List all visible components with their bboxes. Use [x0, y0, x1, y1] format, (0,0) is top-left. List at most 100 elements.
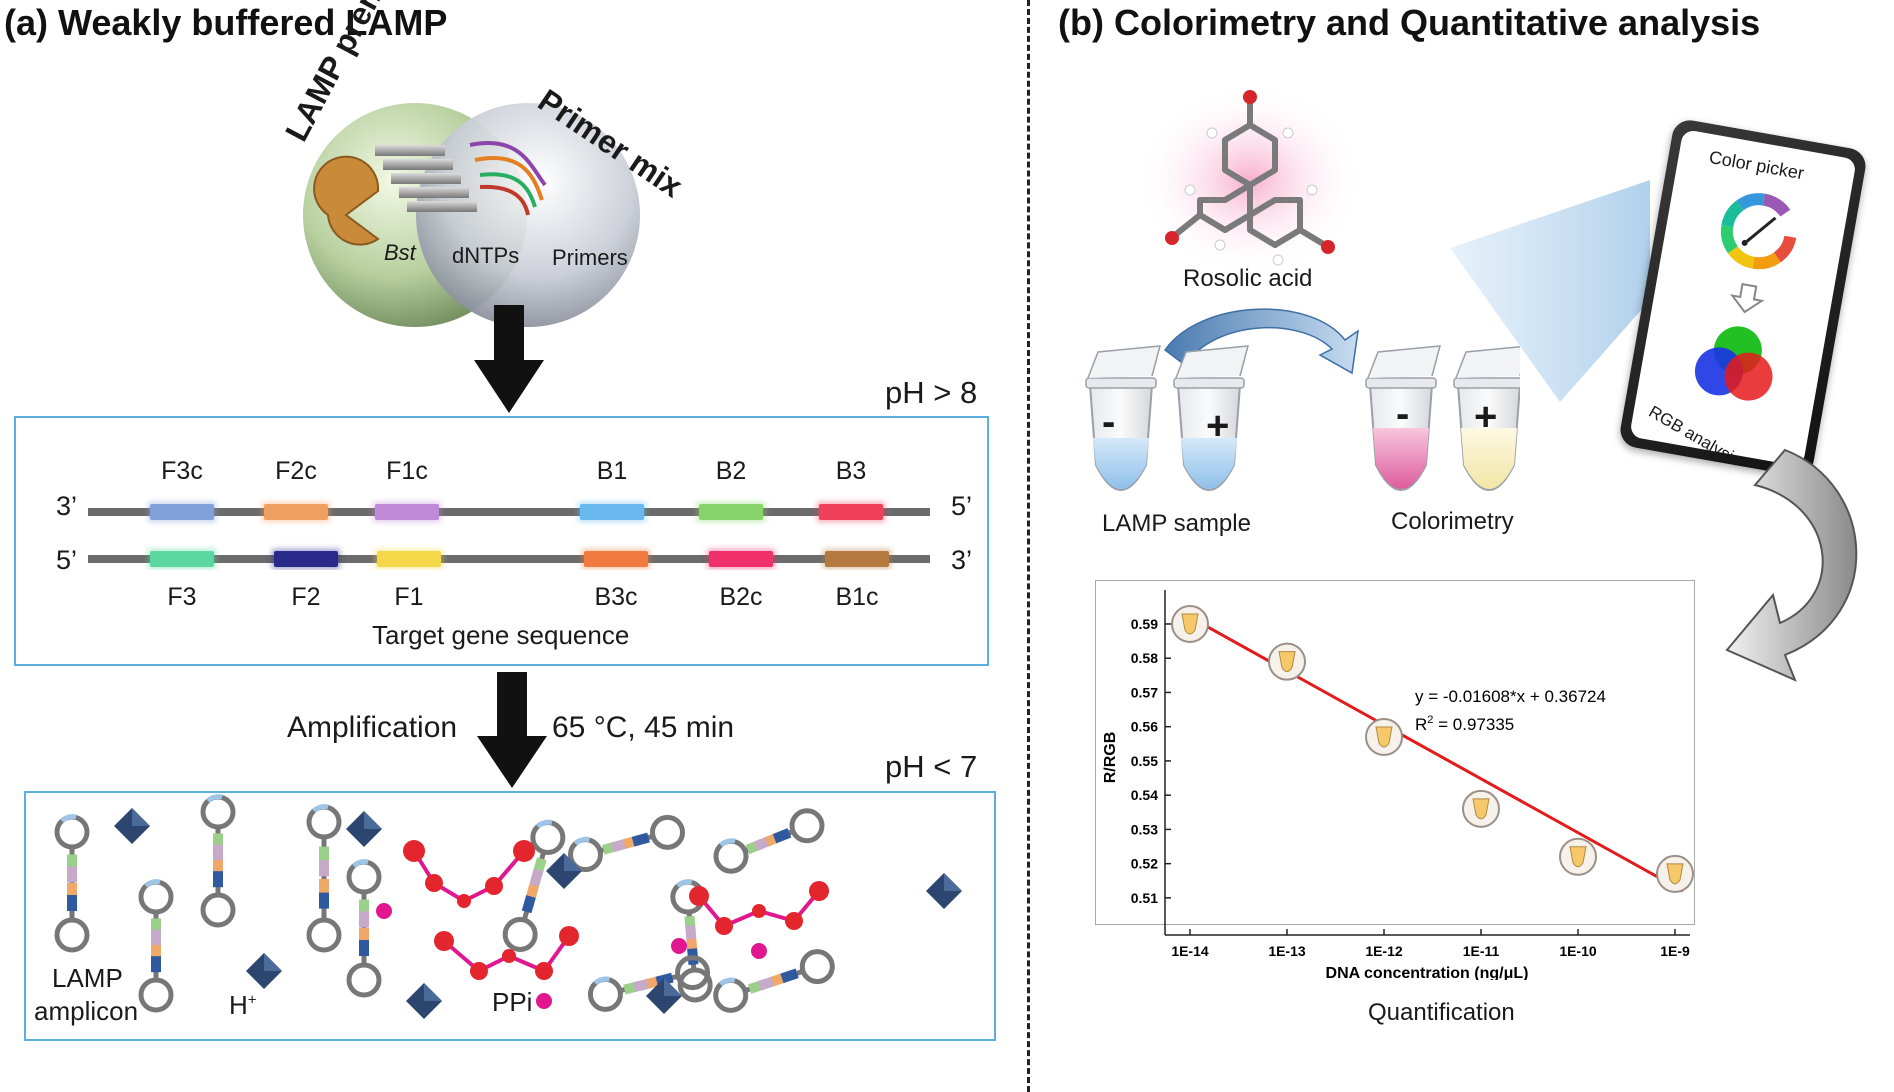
lamp-positive-sign: +	[1206, 404, 1230, 448]
data-point	[1268, 642, 1306, 681]
data-point	[1462, 789, 1500, 828]
lamp-amplicon	[567, 814, 686, 873]
strand-top-right-end: 5’	[951, 491, 973, 521]
proton-diamond-facet	[264, 953, 282, 971]
x-tick-label: 1E-11	[1463, 943, 1500, 959]
proton-diamond-facet	[944, 873, 962, 891]
rgb-venn-icon	[1694, 326, 1773, 401]
microtube	[1365, 345, 1442, 491]
strand-bottom-right-end: 3’	[951, 545, 973, 575]
x-tick-label: 1E-13	[1268, 943, 1306, 959]
data-point	[1656, 854, 1694, 893]
color-positive-sign: +	[1474, 395, 1498, 439]
lamp-amplicon	[346, 859, 382, 998]
y-tick-label: 0.59	[1131, 616, 1158, 632]
amplicon-label-line-2: amplicon	[34, 996, 139, 1026]
segment-label-top-6: B3	[835, 457, 867, 485]
x-tick-label: 1E-14	[1171, 943, 1209, 959]
proton-label: H+	[229, 990, 257, 1020]
phosphate-atom	[751, 943, 767, 959]
amplification-label: Amplification	[287, 711, 458, 744]
lamp-amplicon	[54, 814, 90, 953]
amplification-arrow-icon	[477, 672, 547, 788]
primers-label: Primers	[552, 245, 628, 270]
microtube	[1453, 346, 1520, 491]
ppi-molecule	[403, 840, 535, 908]
x-tick-label: 1E-9	[1660, 943, 1690, 959]
lamp-amplicon	[306, 804, 342, 953]
bottom-strand	[88, 555, 930, 563]
segment-label-bottom-6: B1c	[835, 583, 879, 611]
proton-diamond-facet	[364, 811, 382, 829]
segment-label-bottom-4: B3c	[594, 583, 638, 611]
segment-bottom-1	[150, 551, 214, 567]
panel-a-title: (a) Weakly buffered LAMP	[4, 2, 448, 43]
lamp-amplicon	[502, 819, 566, 952]
segment-bottom-5	[709, 551, 773, 567]
panel-b-title: (b) Colorimetry and Quantitative analysi…	[1058, 2, 1761, 43]
ppi-molecule	[434, 926, 579, 980]
lamp-amplicon	[713, 808, 825, 874]
target-gene-box	[14, 416, 989, 666]
lamp-amplicon	[587, 955, 711, 1012]
color-negative-sign: -	[1396, 392, 1410, 436]
ph-low-label: pH < 7	[885, 749, 978, 784]
segment-bottom-4	[584, 551, 648, 567]
y-tick-label: 0.56	[1131, 719, 1158, 735]
fit-equation: y = -0.01608*x + 0.36724	[1415, 687, 1606, 706]
data-point	[1365, 717, 1403, 756]
segment-label-top-1: F3c	[161, 457, 203, 485]
segment-label-top-2: F2c	[275, 457, 317, 485]
data-point	[1171, 604, 1209, 643]
analysis-arrow-icon	[1725, 448, 1858, 682]
top-segments	[148, 502, 885, 522]
segment-label-top-4: B1	[596, 457, 628, 485]
lamp-sample-label: LAMP sample	[1102, 510, 1251, 537]
down-arrow-icon	[474, 305, 544, 413]
segment-bottom-3	[377, 551, 441, 567]
bst-label: Bst	[384, 240, 416, 265]
y-tick-label: 0.53	[1131, 821, 1158, 837]
segment-top-6	[819, 504, 883, 520]
chart-frame	[1095, 580, 1695, 925]
products-illustration	[54, 794, 962, 1019]
segment-label-bottom-1: F3	[167, 583, 197, 611]
phosphate-atom	[671, 938, 687, 954]
lamp-amplicon	[713, 949, 835, 1013]
lamp-amplicon	[138, 879, 174, 1013]
proton-diamond-facet	[132, 808, 150, 826]
down-hollow-arrow-icon	[1729, 283, 1765, 314]
ph-high-label: pH > 8	[885, 375, 978, 410]
ppi-molecule	[689, 881, 829, 935]
chart-axes: 0.510.520.530.540.550.560.570.580.591E-1…	[1131, 590, 1690, 959]
segment-top-3	[375, 504, 439, 520]
segment-top-1	[150, 504, 214, 520]
dna-strands	[88, 502, 930, 569]
bottom-segments	[148, 549, 891, 569]
y-tick-label: 0.58	[1131, 650, 1158, 666]
phosphate-atom	[536, 993, 552, 1009]
quantification-label: Quantification	[1368, 999, 1515, 1026]
addition-arrow-icon	[1163, 308, 1359, 375]
segment-top-4	[580, 504, 644, 520]
sample-tubes	[1085, 345, 1520, 491]
panel-divider	[1027, 0, 1030, 1092]
camera-beam	[1450, 180, 1650, 402]
y-tick-label: 0.52	[1131, 856, 1158, 872]
top-strand	[88, 508, 930, 516]
segment-label-bottom-2: F2	[291, 583, 321, 611]
lamp-negative-sign: -	[1102, 400, 1116, 444]
microtube	[1085, 345, 1162, 491]
primers-icon	[469, 141, 547, 216]
smartphone-content	[1694, 193, 1797, 401]
rosolic-acid-molecule	[1135, 85, 1365, 275]
segment-label-top-5: B2	[715, 457, 747, 485]
bst-polymerase-icon	[313, 155, 380, 246]
data-point	[1559, 837, 1597, 876]
target-gene-label: Target gene sequence	[372, 620, 630, 650]
x-axis-label: DNA concentration (ng/μL)	[1326, 965, 1529, 980]
proton-diamond-facet	[564, 853, 582, 871]
strand-bottom-left-end: 5’	[56, 545, 78, 575]
segment-label-bottom-3: F1	[394, 583, 424, 611]
colorimetry-label: Colorimetry	[1391, 508, 1514, 535]
